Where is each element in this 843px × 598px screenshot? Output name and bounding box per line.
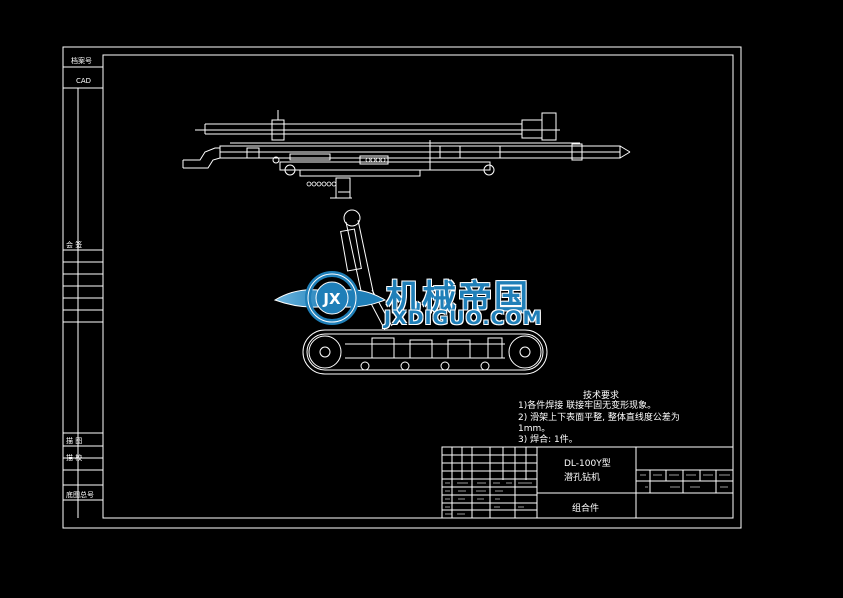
sheet-sign-label: 会 签: [66, 241, 83, 249]
watermark-emblem-text: JX: [322, 290, 341, 308]
tech-req-line4: 3) 焊合: 1件。: [518, 435, 578, 445]
title-block-tiny-marks: [445, 474, 730, 515]
title-block-name: 潜孔钻机: [564, 473, 601, 483]
feed-beam: [182, 110, 631, 177]
chain-links: [306, 157, 386, 187]
checked-label: 描 校: [66, 454, 83, 462]
doc-no-label: 档案号: [71, 57, 92, 65]
tech-req-title: 技术要求: [583, 391, 620, 401]
tech-req-line2: 2) 滑架上下表面平整, 整体直线度公差为: [518, 413, 680, 423]
title-block-part: 组合件: [572, 504, 600, 514]
cad-label: CAD: [76, 77, 92, 85]
tech-req-line3: 1mm。: [518, 424, 551, 434]
title-block: [441, 446, 734, 519]
crawler-track: [302, 329, 548, 375]
watermark-title: 机械帝国: [386, 278, 530, 318]
sheet-outer-border: [62, 46, 742, 529]
beam-bracket: [330, 177, 352, 199]
base-drawing-label: 底图总号: [66, 491, 94, 499]
title-block-model: DL-100Y型: [564, 459, 611, 469]
sidebar-grid: [63, 66, 103, 518]
watermark-emblem: JX: [273, 271, 387, 325]
watermark-subtitle: JXDIGUO.COM: [384, 307, 543, 329]
drawn-label: 描 图: [66, 437, 83, 445]
tech-req-line1: 1)各件焊接 联接牢固无变形现象。: [518, 401, 657, 411]
